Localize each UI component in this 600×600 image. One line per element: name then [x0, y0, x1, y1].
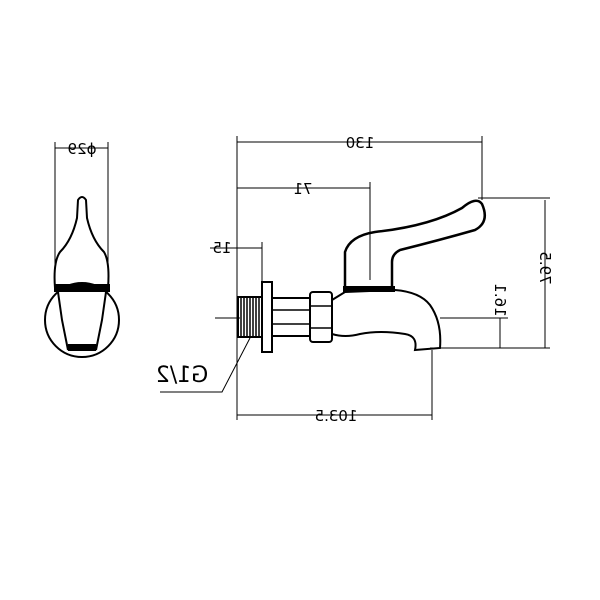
thread-leader-line — [160, 337, 251, 393]
diameter-label: ϕ29 — [68, 140, 97, 158]
lever-handle — [343, 199, 487, 292]
overall-height-label: 79.5 — [536, 251, 554, 284]
handle-offset-label: 71 — [293, 180, 312, 198]
overall-length-label: 130 — [346, 134, 375, 152]
spout-height-label: 16.1 — [491, 283, 509, 316]
end-view — [44, 142, 120, 358]
spout-length-label: 103.5 — [315, 407, 358, 425]
hex-nut — [309, 291, 333, 343]
front-view — [160, 136, 550, 420]
thread-length-label: 15 — [212, 239, 231, 257]
diameter-label-group: ϕ29 — [68, 140, 97, 158]
flange-circle — [44, 282, 120, 358]
spout — [331, 288, 442, 352]
body-pipe — [271, 297, 311, 337]
thread-spec-label: G1/2 — [156, 363, 208, 388]
flange — [261, 281, 273, 353]
handle-profile — [53, 196, 110, 289]
